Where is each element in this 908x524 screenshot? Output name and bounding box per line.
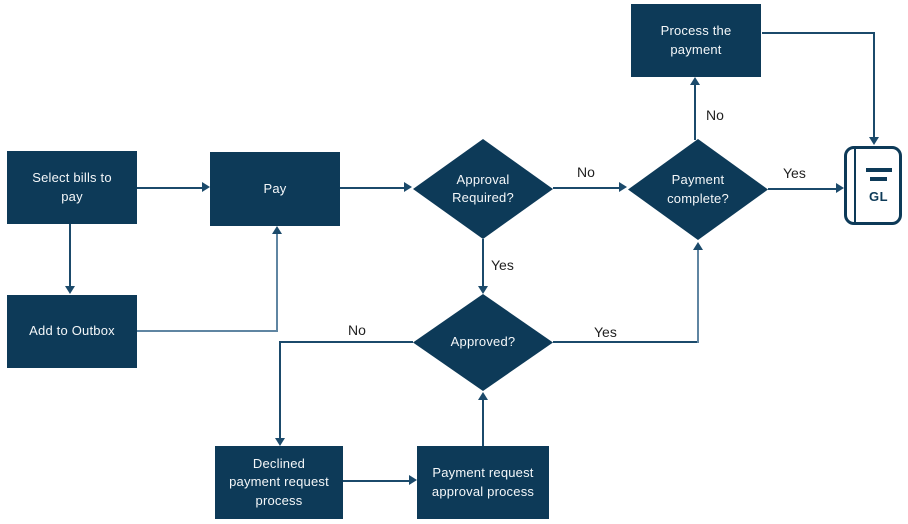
book-spine <box>854 149 856 222</box>
node-label: Add to Outbox <box>29 323 115 339</box>
arrowhead <box>404 182 412 192</box>
connector-pay-to-approval-required <box>340 187 406 189</box>
connector-outbox-to-pay <box>137 330 278 332</box>
connector-approved-yes <box>553 341 698 343</box>
node-declined-payment-request-process: Declined payment request process <box>215 446 343 519</box>
connector-approved-no <box>280 341 413 343</box>
arrowhead <box>409 475 417 485</box>
arrowhead <box>202 182 210 192</box>
edge-label-no: No <box>577 164 595 180</box>
arrowhead <box>619 182 627 192</box>
node-label: Select bills to pay <box>32 170 112 204</box>
general-ledger-icon: GL <box>844 146 902 225</box>
arrowhead <box>836 183 844 193</box>
node-label: Payment complete? <box>667 172 729 206</box>
node-add-to-outbox: Add to Outbox <box>7 295 137 368</box>
connector-payment-complete-no <box>694 85 696 140</box>
decision-payment-complete: Payment complete? <box>628 139 768 240</box>
node-label: Payment request approval process <box>431 465 535 499</box>
connector-approval-required-yes <box>482 239 484 287</box>
node-select-bills-to-pay: Select bills to pay <box>7 151 137 224</box>
node-label: Approved? <box>450 334 516 350</box>
edge-label-no: No <box>348 322 366 338</box>
arrowhead <box>690 77 700 85</box>
node-label: Declined payment request process <box>229 456 329 508</box>
node-label: Approval Required? <box>452 171 514 205</box>
connector-payment-complete-yes <box>768 188 838 190</box>
ledger-line <box>865 167 892 172</box>
arrowhead <box>478 286 488 294</box>
connector-declined-to-approval-process <box>343 480 409 482</box>
gl-label: GL <box>868 188 889 204</box>
arrowhead <box>65 286 75 294</box>
connector-approved-no <box>279 341 281 438</box>
connector-process-to-gl <box>762 32 875 34</box>
arrowhead <box>478 392 488 400</box>
node-label: Process the payment <box>660 23 732 57</box>
edge-label-yes: Yes <box>594 324 617 340</box>
node-label: Pay <box>263 180 287 196</box>
connector-select-to-outbox <box>69 224 71 286</box>
edge-label-yes: Yes <box>783 165 806 181</box>
connector-select-to-pay <box>137 187 203 189</box>
arrowhead <box>693 242 703 250</box>
connector-approval-required-no <box>553 187 621 189</box>
ledger-line <box>870 176 887 181</box>
arrowhead <box>869 137 879 145</box>
node-process-the-payment: Process the payment <box>631 4 761 77</box>
connector-process-to-gl <box>873 32 875 137</box>
connector-approved-yes <box>697 250 699 343</box>
edge-label-yes: Yes <box>491 257 514 273</box>
connector-approval-process-to-approved <box>482 400 484 446</box>
arrowhead <box>272 226 282 234</box>
edge-label-no: No <box>706 107 724 123</box>
connector-outbox-to-pay <box>276 234 278 332</box>
node-pay: Pay <box>210 152 340 226</box>
decision-approval-required: Approval Required? <box>413 139 553 239</box>
node-payment-request-approval-process: Payment request approval process <box>417 446 549 519</box>
arrowhead <box>275 438 285 446</box>
decision-approved: Approved? <box>413 294 553 391</box>
